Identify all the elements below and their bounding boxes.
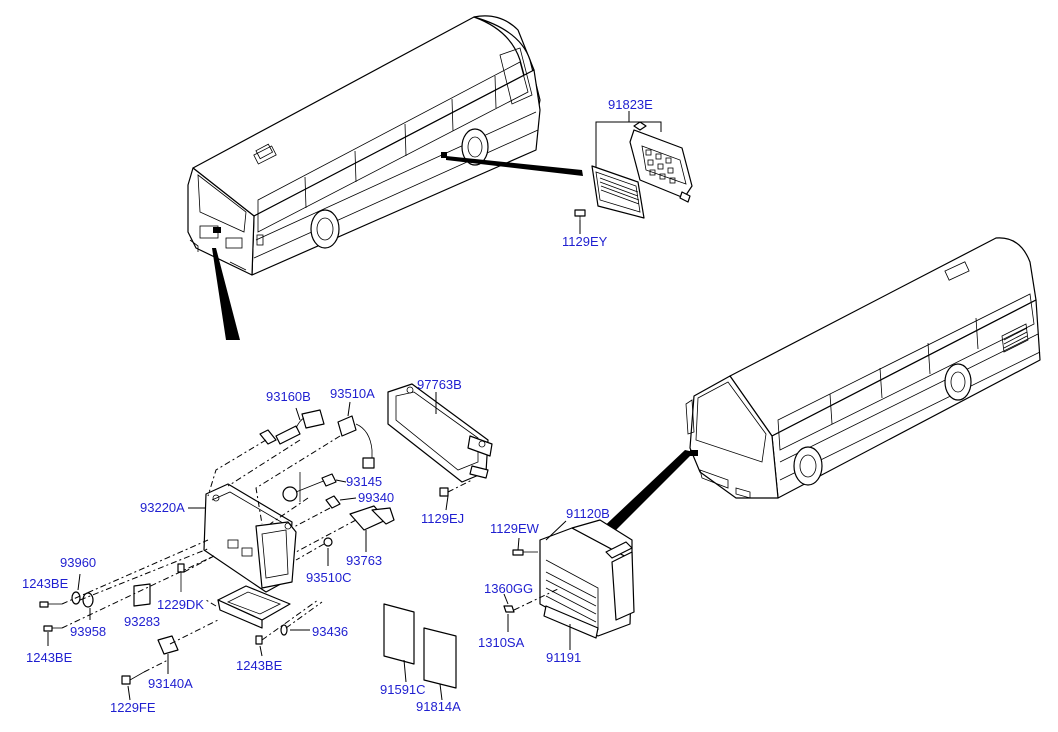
label-91814a[interactable]: 91814A [416,699,461,714]
label-99340[interactable]: 99340 [358,490,394,505]
label-91823e[interactable]: 91823E [608,97,653,112]
label-leaders [517,111,630,551]
bus-rear-view [187,15,583,340]
label-1129ej[interactable]: 1129EJ [421,511,464,526]
bus-front-view [596,237,1041,540]
label-93160b[interactable]: 93160B [266,389,311,404]
label-1360gg[interactable]: 1360GG [484,581,533,596]
label-93510c[interactable]: 93510C [306,570,352,585]
label-91191[interactable]: 91191 [546,650,581,665]
label-93283[interactable]: 93283 [124,614,160,629]
fuse-block-assembly [574,121,693,232]
label-1229fe[interactable]: 1229FE [110,700,156,715]
label-93960[interactable]: 93960 [60,555,96,570]
module-91120b [503,519,635,650]
label-91591c[interactable]: 91591C [380,682,426,697]
label-93763[interactable]: 93763 [346,553,382,568]
label-1310sa[interactable]: 1310SA [478,635,525,650]
part-labels: 91823E 1129EY 93160B 93510A 97763B 93145… [22,97,653,715]
label-1243be-bottom[interactable]: 1243BE [236,658,283,673]
label-93140a[interactable]: 93140A [148,676,193,691]
label-93510a[interactable]: 93510A [330,386,375,401]
label-1129ey[interactable]: 1129EY [562,234,608,249]
label-1243be-top[interactable]: 1243BE [22,576,69,591]
label-1129ew[interactable]: 1129EW [490,521,540,536]
label-93436[interactable]: 93436 [312,624,348,639]
label-93958[interactable]: 93958 [70,624,106,639]
label-1229dk[interactable]: 1229DK [157,597,204,612]
label-97763b[interactable]: 97763B [417,377,462,392]
label-91120b[interactable]: 91120B [566,506,610,521]
label-93220a[interactable]: 93220A [140,500,185,515]
label-93145[interactable]: 93145 [346,474,382,489]
bracket-97763b [387,383,493,511]
ecu-assembly [39,401,457,701]
label-1243be-left[interactable]: 1243BE [26,650,73,665]
